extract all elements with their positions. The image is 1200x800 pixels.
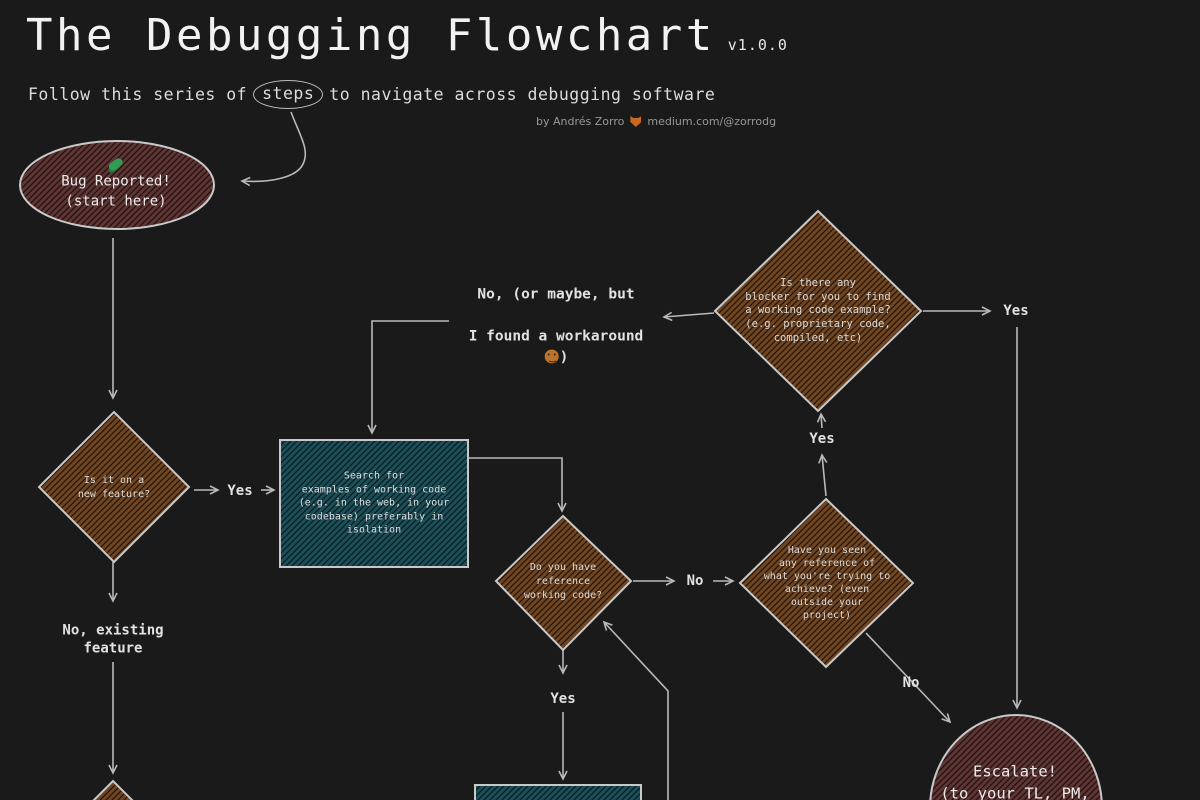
workaround-line1: No, (or maybe, but <box>477 286 635 303</box>
subtitle: Follow this series of steps to navigate … <box>28 80 715 109</box>
bottom-left-diamond-shape <box>92 779 134 800</box>
node-reference-label: Do you have reference working code? <box>523 562 603 601</box>
node-escalate-label: Escalate! (to your TL, PM, <box>940 762 1090 800</box>
new-feature-diamond-shape <box>37 410 191 564</box>
workaround-line2: I found a workaround <box>468 328 644 345</box>
seen-reference-diamond-shape <box>738 497 915 669</box>
edge-label-yes-seen-reference: Yes <box>809 431 835 447</box>
edge-label-yes-blocker: Yes <box>1003 303 1029 319</box>
node-seen-reference-label: Have you seen any reference of what you'… <box>763 545 891 621</box>
byline: by Andrés Zorro medium.com/@zorrodg <box>536 115 776 128</box>
connector-blocker-to-workaround <box>662 311 715 322</box>
connector-steps-to-start <box>240 111 307 187</box>
start-text: Bug Reported! (start here) <box>61 173 171 209</box>
connector-seen-to-escalate <box>865 632 952 724</box>
smiley-icon <box>544 349 559 364</box>
subtitle-steps-circled: steps <box>253 80 324 109</box>
connector-search-to-reference <box>469 457 567 513</box>
edge-label-workaround: No, (or maybe, but I found a workaround … <box>469 263 644 368</box>
page-title: The Debugging Flowchart <box>26 10 716 61</box>
connector-yes-to-blocker <box>816 412 827 429</box>
edge-label-yes-new-feature: Yes <box>227 483 253 499</box>
connector-return-to-reference <box>602 620 669 800</box>
byline-author: by Andrés Zorro <box>536 115 625 128</box>
edge-label-no-seen-reference: No <box>902 675 920 691</box>
subtitle-post: to navigate across debugging software <box>329 85 716 104</box>
blocker-diamond-shape <box>713 209 923 413</box>
node-blocker-label: Is there any blocker for you to find a w… <box>745 276 891 344</box>
version-label: v1.0.0 <box>727 36 788 54</box>
connector-workaround-to-search <box>367 320 449 435</box>
edge-label-no-existing-feature: No, existing feature <box>62 622 164 657</box>
byline-site: medium.com/@zorrodg <box>647 115 777 128</box>
edge-label-no-reference: No <box>686 573 704 589</box>
search-rect-shape <box>279 439 469 568</box>
edge-label-yes-reference: Yes <box>550 691 576 707</box>
fox-icon <box>630 116 642 127</box>
connector-seen-to-yes <box>818 453 828 497</box>
subtitle-pre: Follow this series of <box>28 85 248 104</box>
header: The Debugging Flowchart v1.0.0 <box>26 10 788 61</box>
node-new-feature-label: Is it on a new feature? <box>77 475 151 500</box>
bottom-rect-shape <box>474 784 642 800</box>
reference-diamond-shape <box>494 514 633 652</box>
escalate-node-shape <box>929 714 1103 800</box>
node-search-label: Search for examples of working code (e.g… <box>298 470 450 536</box>
node-start-label: Bug Reported! (start here) <box>61 156 171 211</box>
workaround-close: ) <box>559 349 569 366</box>
start-node-shape <box>19 140 215 230</box>
